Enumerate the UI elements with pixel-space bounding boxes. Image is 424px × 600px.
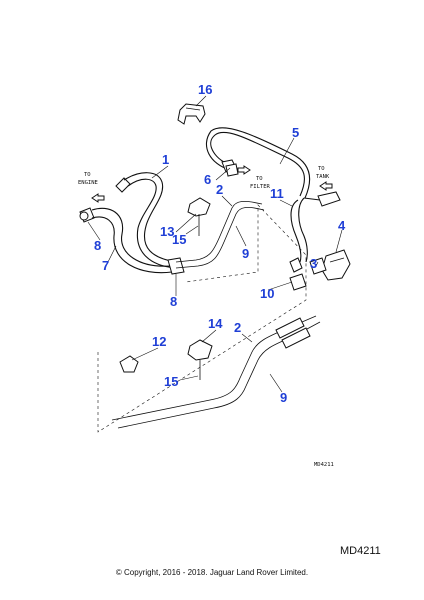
callout-9-upper: 9: [242, 246, 249, 261]
callout-12: 12: [152, 334, 166, 349]
callout-16: 16: [198, 82, 212, 97]
leader-lines: [87, 95, 343, 393]
to-filter-label-line2: FILTER: [250, 184, 271, 190]
callout-13: 13: [160, 224, 174, 239]
part-6-connector: [225, 163, 239, 177]
assembly-boundary: [97, 204, 307, 433]
reference-code: MD4211: [340, 545, 381, 557]
part-16-clip: [177, 103, 206, 125]
to-engine-label-line2: ENGINE: [78, 180, 98, 186]
part-13-clip-upper: [187, 197, 211, 236]
part-11-tank-hose: [290, 191, 341, 263]
callout-1: 1: [162, 152, 169, 167]
callout-2-upper: 2: [216, 182, 223, 197]
part-1-feed-hose: [115, 172, 177, 269]
part-8-clamp-lower: [167, 257, 185, 275]
to-tank-label-line1: TO: [318, 166, 325, 172]
callout-2-lower: 2: [234, 320, 241, 335]
drawing-code: MD4211: [314, 462, 334, 468]
callout-9-lower: 9: [280, 390, 287, 405]
callout-10: 10: [260, 286, 274, 301]
to-filter-label-line1: TO: [256, 176, 263, 182]
part-4-valve: [321, 249, 351, 281]
callout-5: 5: [292, 125, 299, 140]
callout-6: 6: [204, 172, 211, 187]
arrow-to-engine-icon: [91, 193, 105, 203]
part-14-clip: [187, 339, 213, 380]
arrow-to-tank-icon: [319, 181, 333, 191]
callout-15-upper: 15: [172, 232, 186, 247]
to-tank-label-line2: TANK: [316, 174, 330, 180]
part-12-clip: [119, 355, 139, 373]
part-2-rigid-pipe-upper: [175, 200, 265, 269]
part-9-rigid-pipe-lower: [111, 315, 321, 429]
part-3-connector: [309, 257, 327, 275]
callout-8-upper: 8: [94, 238, 101, 253]
copyright-notice: © Copyright, 2016 - 2018. Jaguar Land Ro…: [115, 568, 309, 577]
part-10-union: [289, 257, 307, 291]
callout-3: 3: [310, 256, 317, 271]
callout-8-lower: 8: [170, 294, 177, 309]
callout-11: 11: [270, 186, 284, 201]
callout-14: 14: [208, 316, 223, 331]
callout-4: 4: [338, 218, 346, 233]
part-8-clamp-upper: [79, 211, 89, 221]
callout-15-lower: 15: [164, 374, 178, 389]
callout-7: 7: [102, 258, 109, 273]
to-engine-label-line1: TO: [84, 172, 91, 178]
arrow-to-filter-icon: [237, 165, 251, 175]
